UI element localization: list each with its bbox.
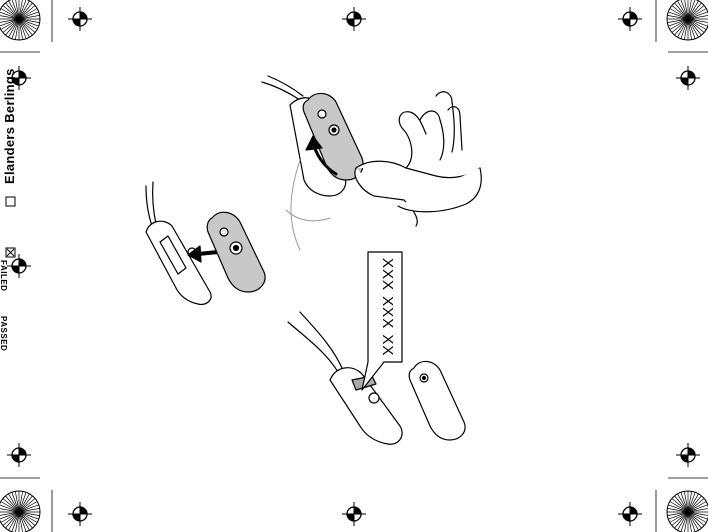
illustration-remove-cover [262,76,481,250]
serial-number-label: XXX XXX XX [379,258,396,356]
color-target-bottom-left [0,491,40,532]
failed-checkbox [6,197,15,206]
passed-label: PASSED [0,316,8,351]
printer-brand-label: Elanders Berlings [2,68,17,184]
illustration-cover-off [146,182,265,304]
failed-label: FAILED [0,260,8,291]
color-target-top-left [0,0,40,40]
illustration-label [288,252,465,444]
registration-marks [7,7,700,526]
color-target-bottom-right [667,491,708,532]
color-target-top-right [667,0,708,40]
